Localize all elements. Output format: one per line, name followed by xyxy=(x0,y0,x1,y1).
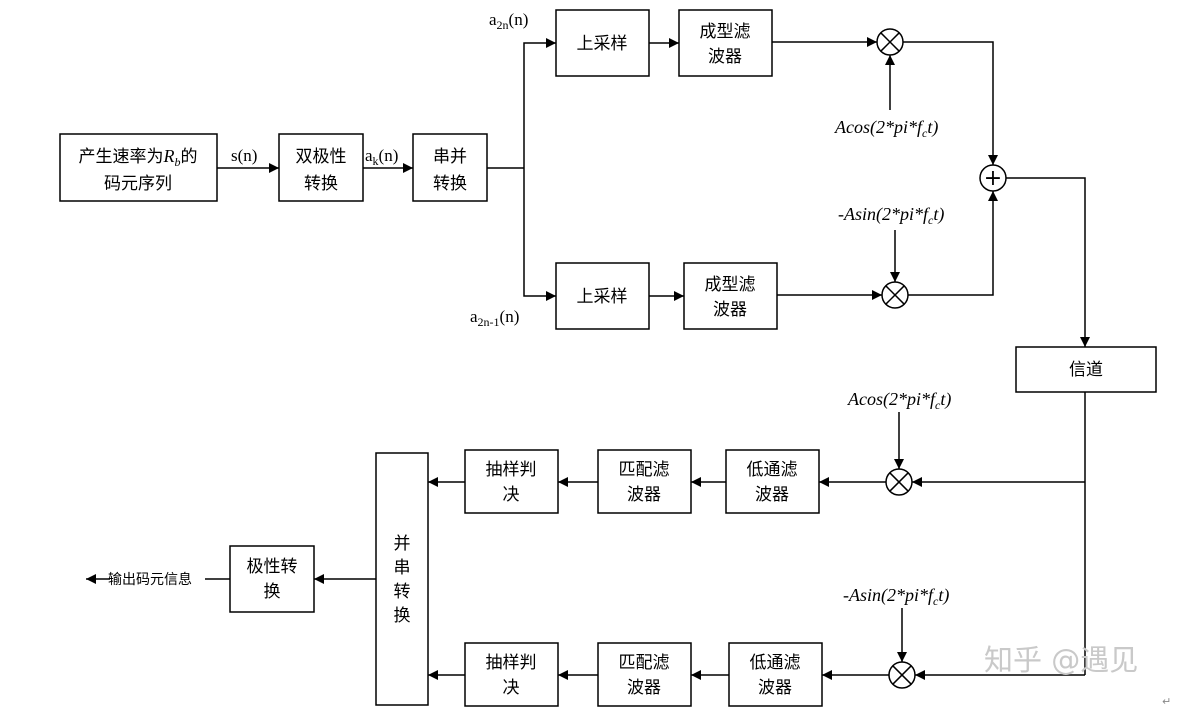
decision-top-block: 抽样判 决 xyxy=(464,449,559,514)
label-tx-sin: -Asin(2*pi*fct) xyxy=(838,204,944,227)
upsample-top-label: 上采样 xyxy=(577,34,628,54)
return-mark: ↵ xyxy=(1162,695,1171,708)
dec-top-line2: 决 xyxy=(503,485,520,505)
polarity-line2: 换 xyxy=(264,582,281,602)
dec-bottom-line1: 抽样判 xyxy=(486,653,537,673)
arrow-sp-to-upsample-bottom xyxy=(523,168,556,301)
lpf-top-line1: 低通滤 xyxy=(747,460,798,480)
source-block: 产生速率为Rb的 码元序列 xyxy=(59,133,218,202)
shaping-top-line1: 成型滤 xyxy=(700,22,751,42)
mf-bottom-line2: 波器 xyxy=(627,678,661,698)
source-label-line1: 产生速率为Rb的 xyxy=(79,146,198,169)
lpf-top-line2: 波器 xyxy=(755,485,789,505)
bipolar-label-line1: 双极性 xyxy=(296,147,347,167)
label-a2n-1: a2n-1(n) xyxy=(470,307,519,329)
bipolar-label-line2: 转换 xyxy=(304,174,338,194)
multiplier-bottom-rx xyxy=(888,661,916,689)
arrow-mult-top-to-adder xyxy=(903,41,998,165)
label-rx-cos: Acos(2*pi*fct) xyxy=(847,389,951,412)
upsample-bottom-label: 上采样 xyxy=(577,287,628,307)
watermark: 知乎 @遇见 xyxy=(984,643,1138,677)
matched-filter-top-block: 匹配滤 波器 xyxy=(597,449,692,514)
lpf-bottom-line1: 低通滤 xyxy=(750,653,801,673)
channel-label: 信道 xyxy=(1069,360,1103,380)
ps-char-1: 并 xyxy=(394,534,411,554)
upsample-top-block: 上采样 xyxy=(555,9,650,77)
sp-label-line1: 串并 xyxy=(433,147,467,167)
label-a2n: a2n(n) xyxy=(489,10,528,32)
ps-char-3: 转 xyxy=(394,582,411,602)
label-s-n: s(n) xyxy=(231,146,257,165)
mf-top-line1: 匹配滤 xyxy=(619,460,670,480)
decision-bottom-block: 抽样判 决 xyxy=(464,642,559,707)
arrow-mult-bottom-to-adder xyxy=(908,191,998,296)
upsample-bottom-block: 上采样 xyxy=(555,262,650,330)
sp-label-line2: 转换 xyxy=(433,174,467,194)
serial-parallel-block: 串并 转换 xyxy=(412,133,488,202)
adder-symbol: + xyxy=(984,166,1002,191)
matched-filter-bottom-block: 匹配滤 波器 xyxy=(597,642,692,707)
polarity-block: 极性转 换 xyxy=(229,545,315,613)
arrow-sp-to-upsample-top xyxy=(523,38,556,168)
polarity-line1: 极性转 xyxy=(247,557,298,577)
multiplier-bottom-tx xyxy=(881,281,909,309)
shaping-top-line2: 波器 xyxy=(708,47,742,67)
dec-bottom-line2: 决 xyxy=(503,678,520,698)
lpf-top-block: 低通滤 波器 xyxy=(725,449,820,514)
bipolar-block: 双极性 转换 xyxy=(278,133,364,202)
channel-block: 信道 xyxy=(1015,346,1157,393)
label-rx-sin: -Asin(2*pi*fct) xyxy=(843,585,949,608)
arrow-adder-to-channel xyxy=(1006,177,1090,347)
label-ak-n: ak(n) xyxy=(365,146,398,168)
adder: + xyxy=(979,164,1007,192)
source-label-line2: 码元序列 xyxy=(104,174,172,194)
multiplier-top-tx xyxy=(876,28,904,56)
multiplier-top-rx xyxy=(885,468,913,496)
mf-bottom-line1: 匹配滤 xyxy=(619,653,670,673)
shaping-bottom-line1: 成型滤 xyxy=(705,275,756,295)
ps-char-2: 串 xyxy=(394,558,411,578)
shaping-filter-top-block: 成型滤 波器 xyxy=(678,9,773,77)
output-label: 输出码元信息 xyxy=(108,571,192,588)
ps-char-4: 换 xyxy=(394,606,411,626)
mf-top-line2: 波器 xyxy=(627,485,661,505)
shaping-bottom-line2: 波器 xyxy=(713,300,747,320)
lpf-bottom-block: 低通滤 波器 xyxy=(728,642,823,707)
lpf-bottom-line2: 波器 xyxy=(758,678,792,698)
dec-top-line1: 抽样判 xyxy=(486,460,537,480)
parallel-serial-block: 并 串 转 换 xyxy=(375,452,429,706)
label-tx-cos: Acos(2*pi*fct) xyxy=(834,117,938,140)
shaping-filter-bottom-block: 成型滤 波器 xyxy=(683,262,778,330)
